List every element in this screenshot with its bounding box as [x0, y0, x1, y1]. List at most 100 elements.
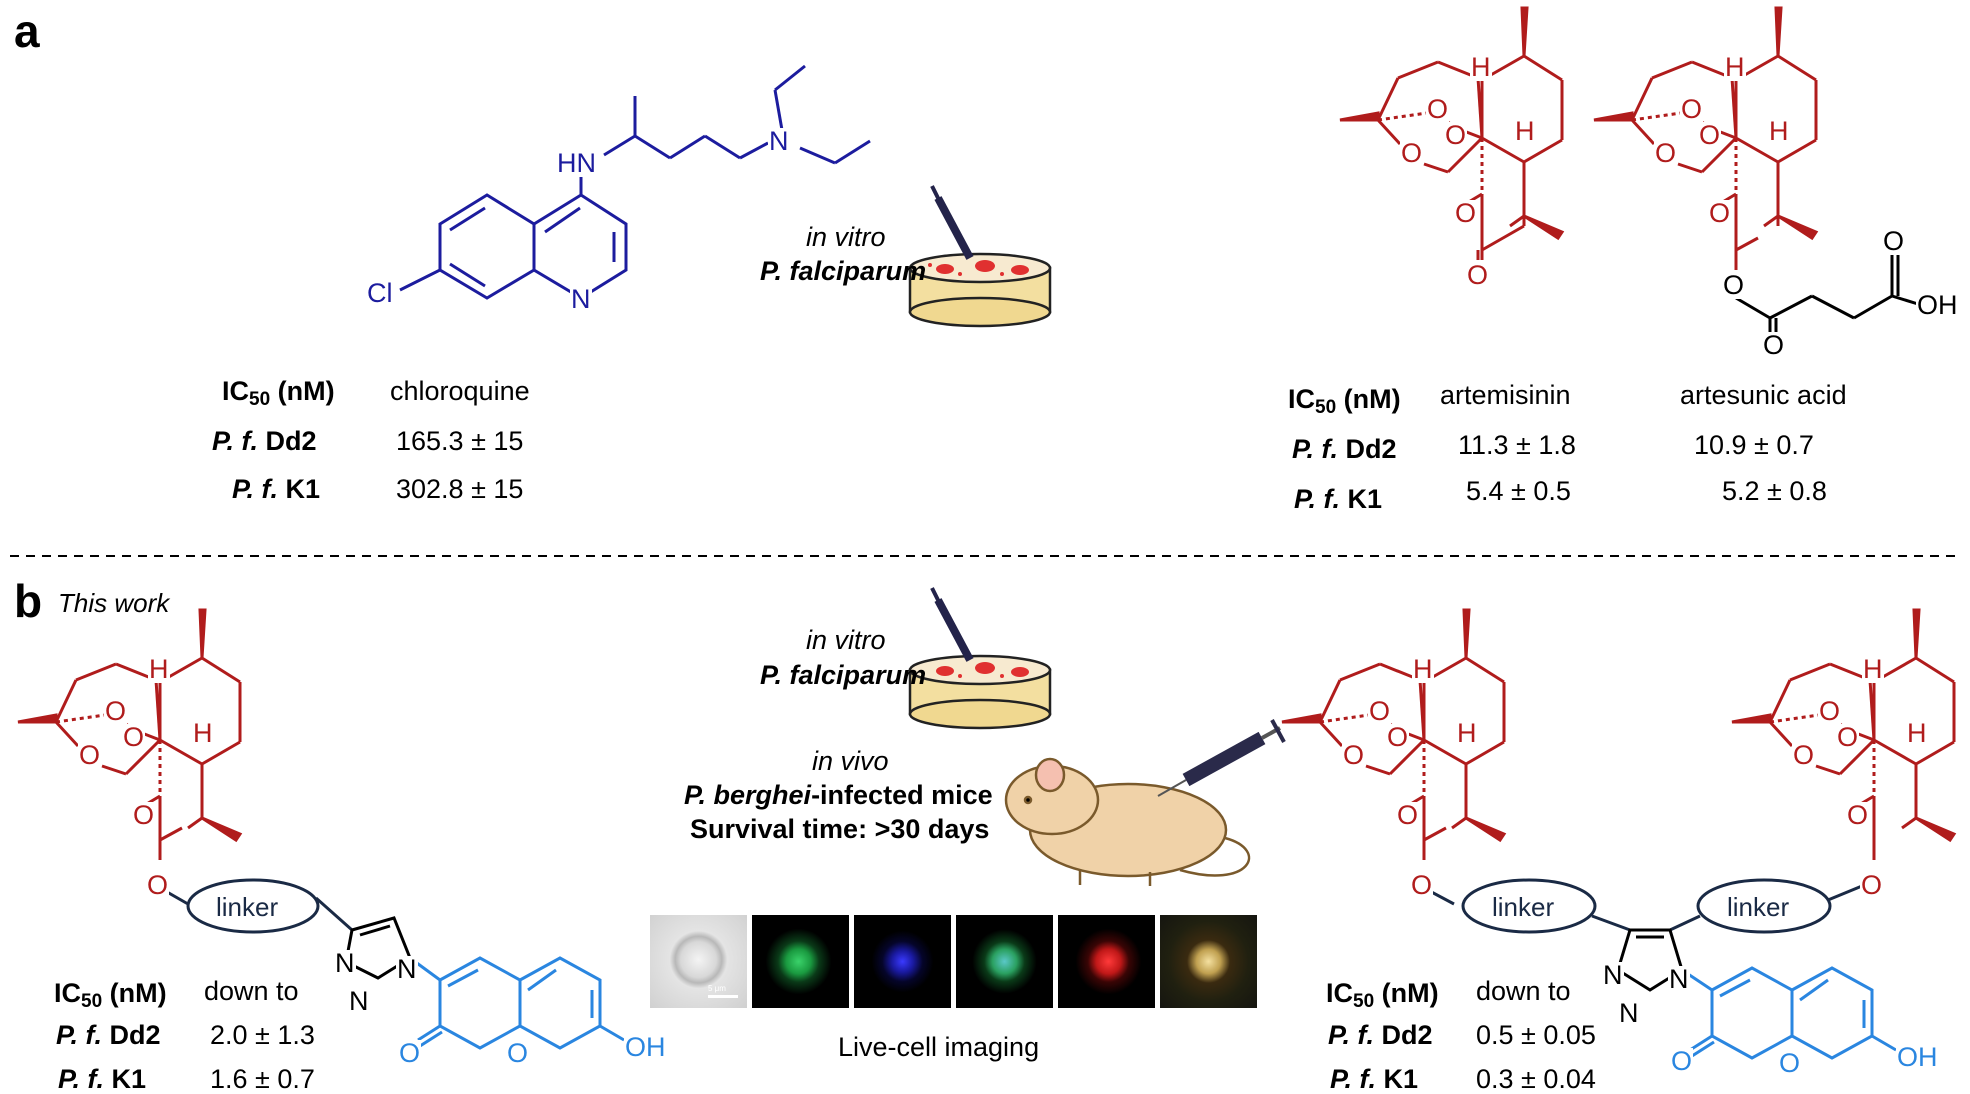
atom-hn: HN — [556, 148, 597, 178]
petri-dish-b — [908, 587, 1052, 730]
atom-h: H — [1862, 654, 1884, 684]
atom-o: O — [1792, 740, 1816, 770]
atom-o: O — [1818, 696, 1842, 726]
atom-h: H — [148, 654, 170, 684]
syringe-illustration — [1157, 719, 1286, 797]
atom-h: H — [1514, 116, 1536, 146]
cq-row-value: 302.8 ± 15 — [396, 474, 524, 504]
atom-o: O — [1368, 696, 1392, 726]
atom-o: O — [1680, 94, 1704, 124]
assay-b-organism: P. falciparum — [760, 660, 927, 690]
cq-table-compound: chloroquine — [390, 376, 530, 406]
hybrid-right-row-strain: P. f. Dd2 — [1328, 1020, 1433, 1050]
atom-oh: OH — [1916, 290, 1959, 320]
atom-o: O — [1882, 226, 1906, 256]
art-table-header: IC50 (nM) — [1288, 384, 1401, 418]
scale-bar — [708, 995, 738, 998]
hybrid-left-row-strain: P. f. Dd2 — [56, 1020, 161, 1050]
artesunic-acid-structure — [1592, 6, 1919, 332]
imaging-caption: Live-cell imaging — [838, 1032, 1040, 1062]
atom-h: H — [1470, 52, 1492, 82]
art-row-value-1: 5.4 ± 0.5 — [1466, 476, 1571, 506]
art-row-value-1: 11.3 ± 1.8 — [1458, 430, 1576, 460]
atom-o: O — [1444, 120, 1468, 150]
atom-o: O — [122, 722, 146, 752]
hybrid-right-row-strain: P. f. K1 — [1330, 1064, 1419, 1094]
artemisinin-structure — [1338, 6, 1564, 260]
atom-h: H — [1768, 116, 1790, 146]
hybrid-right-row-value: 0.3 ± 0.04 — [1476, 1064, 1596, 1094]
atom-oh: OH — [624, 1032, 667, 1062]
cq-row-value: 165.3 ± 15 — [396, 426, 524, 456]
atom-o: O — [1466, 260, 1490, 290]
hybrid-right-table-header: IC50 (nM) — [1326, 978, 1439, 1012]
linker-label: linker — [1727, 892, 1790, 922]
atom-o: O — [104, 696, 128, 726]
art-row-value-2: 10.9 ± 0.7 — [1694, 430, 1814, 460]
hybrid-right-row-value: 0.5 ± 0.05 — [1476, 1020, 1596, 1050]
atom-o: O — [1426, 94, 1450, 124]
cq-row-strain: P. f. K1 — [232, 474, 321, 504]
atom-n: N — [348, 986, 370, 1016]
atom-h: H — [1412, 654, 1434, 684]
atom-n-amine: N — [768, 126, 790, 156]
hybrid-right-structure — [1280, 608, 1956, 1060]
cell-image-red — [1058, 915, 1155, 1008]
cell-image-merge — [1160, 915, 1257, 1008]
atom-o: O — [1670, 1046, 1694, 1076]
panel-b-caption: This work — [58, 588, 170, 618]
art-table-compound-1: artemisinin — [1440, 380, 1571, 410]
atom-o: O — [146, 870, 170, 900]
cell-image-green — [752, 915, 849, 1008]
atom-cl: Cl — [366, 278, 394, 308]
hybrid-left-structure — [16, 608, 625, 1050]
petri-dish-a — [908, 185, 1052, 328]
cell-image-blue — [854, 915, 951, 1008]
atom-n: N — [334, 948, 356, 978]
assay-b-in-vitro: in vitro — [806, 625, 886, 655]
atom-h: H — [1724, 52, 1746, 82]
hybrid-left-row-value: 1.6 ± 0.7 — [210, 1064, 315, 1094]
atom-n-ring: N — [570, 284, 592, 314]
hybrid-left-table-header: IC50 (nM) — [54, 978, 167, 1012]
atom-o: O — [1454, 198, 1478, 228]
panel-label-a: a — [14, 5, 40, 57]
atom-oh: OH — [1896, 1042, 1939, 1072]
atom-o: O — [1836, 722, 1860, 752]
atom-o: O — [1778, 1048, 1802, 1078]
atom-o: O — [1708, 198, 1732, 228]
assay-a-organism: P. falciparum — [760, 256, 927, 286]
atom-n: N — [1602, 960, 1624, 990]
art-row-strain: P. f. K1 — [1294, 484, 1383, 514]
hybrid-left-row-strain: P. f. K1 — [58, 1064, 147, 1094]
linker-label: linker — [1492, 892, 1555, 922]
atom-o: O — [1698, 120, 1722, 150]
art-row-value-2: 5.2 ± 0.8 — [1722, 476, 1827, 506]
atom-n: N — [1668, 964, 1690, 994]
mouse-illustration — [1004, 757, 1251, 886]
scale-bar-label: 5 μm — [708, 984, 726, 993]
cq-table-header: IC50 (nM) — [222, 376, 335, 410]
hybrid-left-qualifier: down to — [204, 976, 299, 1006]
atom-o: O — [1342, 740, 1366, 770]
chloroquine-structure — [399, 64, 871, 300]
atom-o: O — [1762, 330, 1786, 360]
atom-h: H — [1456, 718, 1478, 748]
atom-o: O — [1846, 800, 1870, 830]
atom-o: O — [1654, 138, 1678, 168]
atom-o: O — [1410, 870, 1434, 900]
atom-o: O — [398, 1038, 422, 1068]
art-row-strain: P. f. Dd2 — [1292, 434, 1397, 464]
atom-o: O — [1386, 722, 1410, 752]
atom-o: O — [132, 800, 156, 830]
atom-o: O — [1860, 870, 1884, 900]
atom-o: O — [1396, 800, 1420, 830]
assay-survival-time: Survival time: >30 days — [690, 814, 990, 844]
atom-n: N — [1618, 998, 1640, 1028]
atom-o: O — [1400, 138, 1424, 168]
atom-h: H — [1906, 718, 1928, 748]
assay-in-vivo-model: P. berghei-infected mice — [684, 780, 993, 810]
hybrid-left-row-value: 2.0 ± 1.3 — [210, 1020, 315, 1050]
cell-image-merge-green-blue — [956, 915, 1053, 1008]
